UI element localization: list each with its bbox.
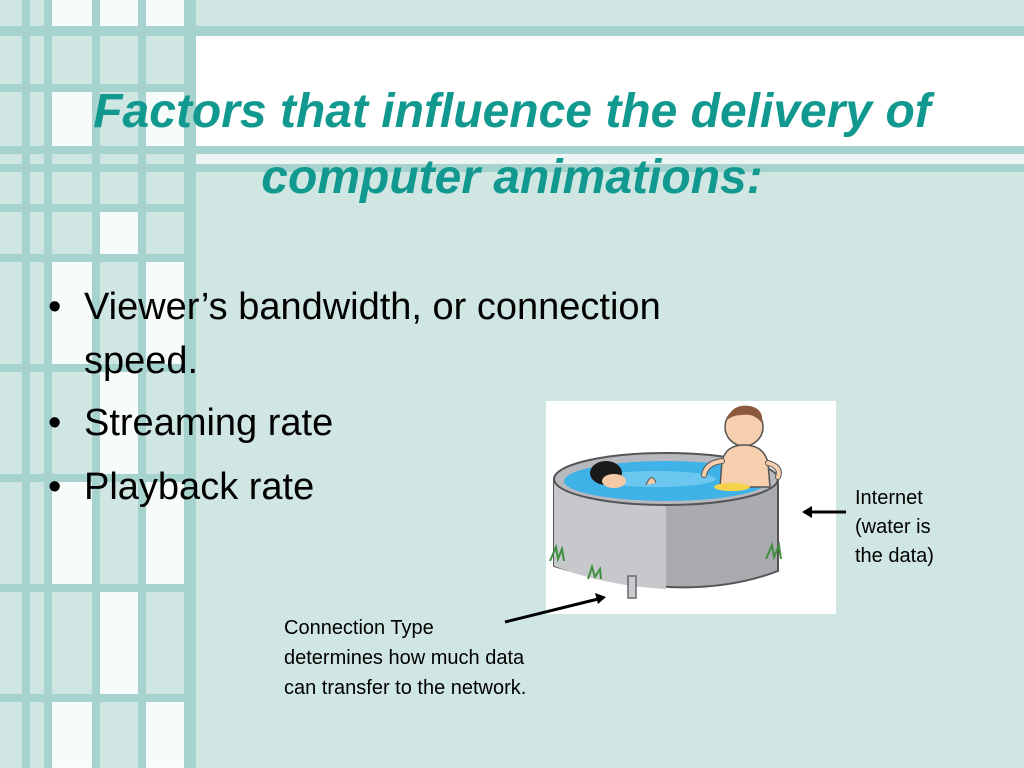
bullet-marker: • bbox=[48, 402, 62, 444]
bullet-marker: • bbox=[48, 466, 62, 508]
bullet-text-line: Playback rate bbox=[84, 466, 315, 508]
connection-callout-line: determines how much data bbox=[284, 647, 525, 669]
bullet-text-line: speed. bbox=[84, 340, 199, 382]
connection-callout-line: can transfer to the network. bbox=[284, 677, 527, 699]
slide-title-line-2: computer animations: bbox=[261, 151, 763, 204]
internet-callout: Internet (water is the data) bbox=[855, 484, 934, 571]
bullet-item-playback-rate: • Playback rate bbox=[44, 460, 804, 514]
bullet-list: • Viewer’s bandwidth, or connection spee… bbox=[44, 280, 804, 514]
internet-callout-line: the data) bbox=[855, 545, 934, 567]
bullet-text-line: Streaming rate bbox=[84, 402, 334, 444]
connection-type-callout: Connection Type determines how much data… bbox=[284, 613, 526, 703]
slide-title-line-1: Factors that influence the delivery of bbox=[93, 85, 931, 138]
water-tank-illustration bbox=[546, 401, 836, 614]
internet-callout-line: (water is bbox=[855, 516, 931, 538]
bullet-text-line: Viewer’s bandwidth, or connection bbox=[84, 286, 661, 328]
bullet-item-streaming-rate: • Streaming rate bbox=[44, 396, 804, 450]
connection-callout-line: Connection Type bbox=[284, 617, 434, 639]
bullet-item-bandwidth: • Viewer’s bandwidth, or connection spee… bbox=[44, 280, 804, 388]
internet-callout-line: Internet bbox=[855, 487, 923, 509]
bullet-marker: • bbox=[48, 286, 62, 328]
